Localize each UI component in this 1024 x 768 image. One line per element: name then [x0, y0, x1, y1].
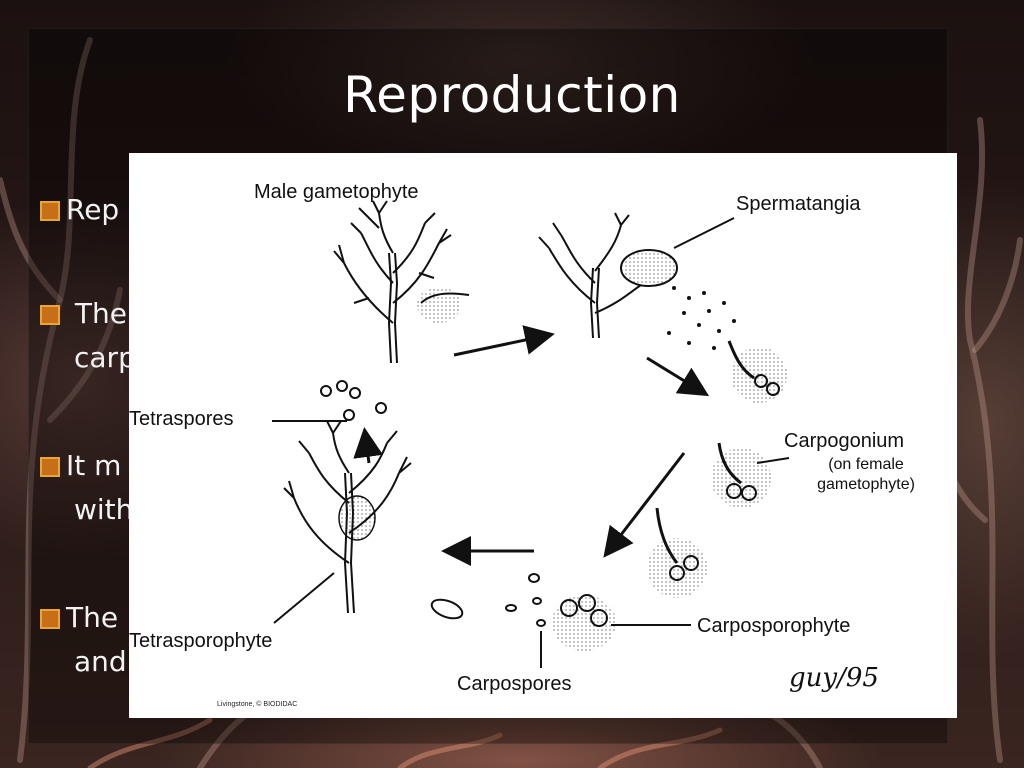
spermatangia-pointer [673, 217, 735, 249]
carpospores-group [430, 573, 546, 627]
bullet-1-text: Rep [66, 193, 120, 226]
bullet-2-text: The [66, 297, 127, 330]
spermatangia-plant [538, 212, 642, 339]
bullet-4: The and [40, 596, 127, 684]
checkbox-bullet-icon [40, 609, 60, 629]
label-carpogonium-note-2: gametophyte) [817, 476, 915, 493]
artist-signature: guy/95 [789, 663, 879, 693]
bullet-2: The carp [40, 292, 136, 380]
spermatangia-cluster [620, 249, 678, 287]
label-tetrasporophyte: Tetrasporophyte [129, 630, 273, 652]
bullet-4-text: The [66, 601, 119, 634]
life-cycle-drawing [272, 200, 790, 668]
label-male-gametophyte: Male gametophyte [254, 181, 419, 203]
male-gametophyte-cluster [417, 287, 461, 323]
figure-credit: Livingstone, © BIODIDAC [217, 701, 298, 708]
bullet-3: It m with [40, 444, 133, 532]
label-carpogonium-note-1: (on female [828, 456, 904, 473]
label-carpospores: Carpospores [457, 673, 572, 695]
label-spermatangia: Spermatangia [736, 193, 861, 215]
label-carpogonium: Carpogonium [784, 430, 905, 452]
male-gametophyte-pointer [358, 207, 380, 229]
label-tetraspores: Tetraspores [129, 408, 234, 430]
tetrasporophyte-pointer [273, 572, 335, 624]
label-carposporophyte: Carposporophyte [697, 615, 851, 637]
bullet-4-text-line2: and [74, 645, 127, 678]
spermatia-dots [667, 286, 736, 350]
carpogonium-pointer [756, 457, 790, 464]
checkbox-bullet-icon [40, 201, 60, 221]
checkbox-bullet-icon [40, 457, 60, 477]
checkbox-bullet-icon [40, 305, 60, 325]
bullet-2-text-line2: carp [74, 341, 136, 374]
male-gametophyte-plant [333, 200, 452, 364]
bullet-1: Rep [40, 188, 119, 232]
tetrasporangia-cluster [338, 495, 376, 541]
bullet-3-text-line2: with [74, 493, 134, 526]
bullet-3-text: It m [66, 449, 122, 482]
cycle-arrows [353, 325, 710, 566]
carpogonium-cluster [711, 448, 771, 508]
carposporophyte-cluster [552, 595, 616, 651]
slide-title: Reproduction [343, 66, 681, 124]
life-cycle-figure: Male gametophyte Spermatangia Tetraspore… [129, 153, 957, 718]
developing-carposporophyte [647, 538, 707, 598]
tetraspores-group [320, 380, 387, 421]
